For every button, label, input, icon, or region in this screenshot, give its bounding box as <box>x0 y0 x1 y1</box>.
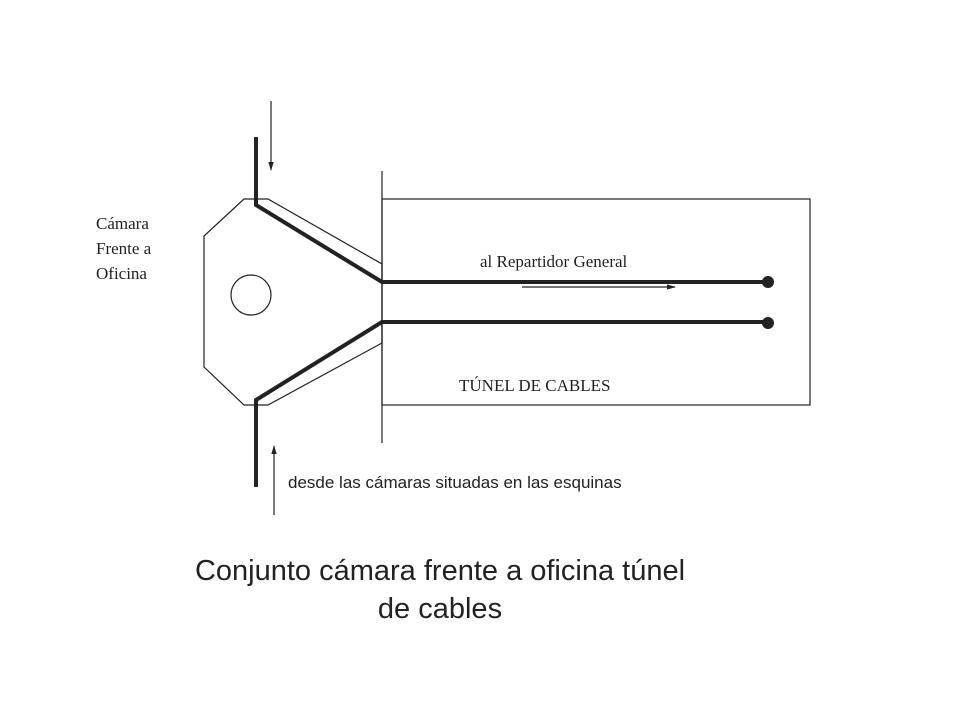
upper-cable <box>254 137 768 284</box>
cable-tunnel-label: TÚNEL DE CABLES <box>459 376 610 395</box>
manhole-circle <box>230 274 272 316</box>
chamber-outline <box>203 198 383 406</box>
caption-line1: Conjunto cámara frente a oficina túnel <box>194 555 686 587</box>
diagram-caption: Conjunto cámara frente a oficina túnel d… <box>130 552 750 628</box>
chamber-label-line1: Cámara <box>96 214 149 233</box>
lower-cable <box>254 320 768 487</box>
to-distributor-label: al Repartidor General <box>480 252 628 271</box>
upper-cable-terminal <box>762 276 774 288</box>
caption-line2: de cables <box>377 593 503 625</box>
chamber-label-line2: Frente a <box>96 239 152 258</box>
from-corners-label: desde las cámaras situadas en las esquin… <box>288 473 622 492</box>
chamber-label-line3: Oficina <box>96 264 147 283</box>
lower-cable-terminal <box>762 317 774 329</box>
cable-tunnel-outline <box>381 198 811 406</box>
